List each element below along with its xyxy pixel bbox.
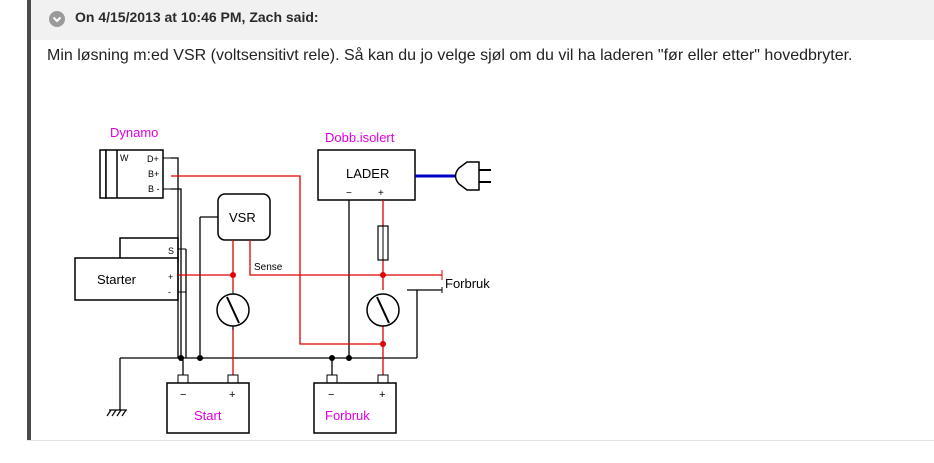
junction-dots-black	[178, 355, 352, 361]
charger-plus: +	[378, 188, 384, 199]
plug-icon	[454, 161, 480, 191]
vsr-label: VSR	[229, 210, 256, 225]
charger-minus: −	[346, 188, 352, 199]
charger-title: Dobb.isolert	[325, 130, 395, 145]
dynamo-body	[105, 149, 164, 199]
ground-icon	[106, 409, 127, 417]
quote-left-border	[27, 0, 31, 440]
chevron-down-icon[interactable]	[49, 11, 65, 27]
main-switch-start	[216, 290, 250, 330]
dynamo-terminal-bminus: B -	[148, 184, 160, 194]
charger-label: LADER	[346, 166, 389, 181]
wiring-diagram: Dynamo W D+ B+ B - Dobb.isolert LADER − …	[74, 125, 491, 434]
dynamo-body-left	[99, 149, 107, 199]
battery-start-plus: +	[229, 389, 235, 401]
starter-terminal-minus: -	[168, 287, 171, 297]
dynamo-terminal-dplus: D+	[147, 154, 159, 164]
battery-start: − + Start	[166, 374, 250, 434]
starter-label: Starter	[97, 272, 137, 287]
dynamo-label: Dynamo	[110, 125, 158, 140]
battery-start-minus: −	[180, 389, 186, 401]
starter-box	[74, 257, 179, 301]
starter-terminal-plus: +	[168, 272, 173, 282]
starter-terminal-s: S	[168, 246, 174, 256]
battery-forbruk-minus: −	[328, 389, 334, 401]
main-switch-forbruk	[366, 293, 400, 327]
positive-wiring	[171, 175, 442, 375]
quote-bottom-divider	[27, 440, 934, 441]
battery-forbruk-plus: +	[379, 389, 385, 401]
quote-header	[31, 0, 934, 40]
dynamo-terminal-w: W	[120, 153, 129, 163]
battery-forbruk-label: Forbruk	[325, 408, 370, 423]
dynamo-terminal-bplus: B+	[148, 169, 159, 179]
junction-dots-red	[230, 272, 386, 347]
forbruk-output-label: Forbruk	[445, 276, 490, 291]
sense-label: Sense	[254, 262, 283, 273]
battery-forbruk: − + Forbruk	[313, 374, 397, 434]
battery-start-label: Start	[194, 408, 222, 423]
quote-author: On 4/15/2013 at 10:46 PM, Zach said:	[75, 9, 319, 25]
quote-body-text: Min løsning m:ed VSR (voltsensitivt rele…	[47, 47, 853, 64]
